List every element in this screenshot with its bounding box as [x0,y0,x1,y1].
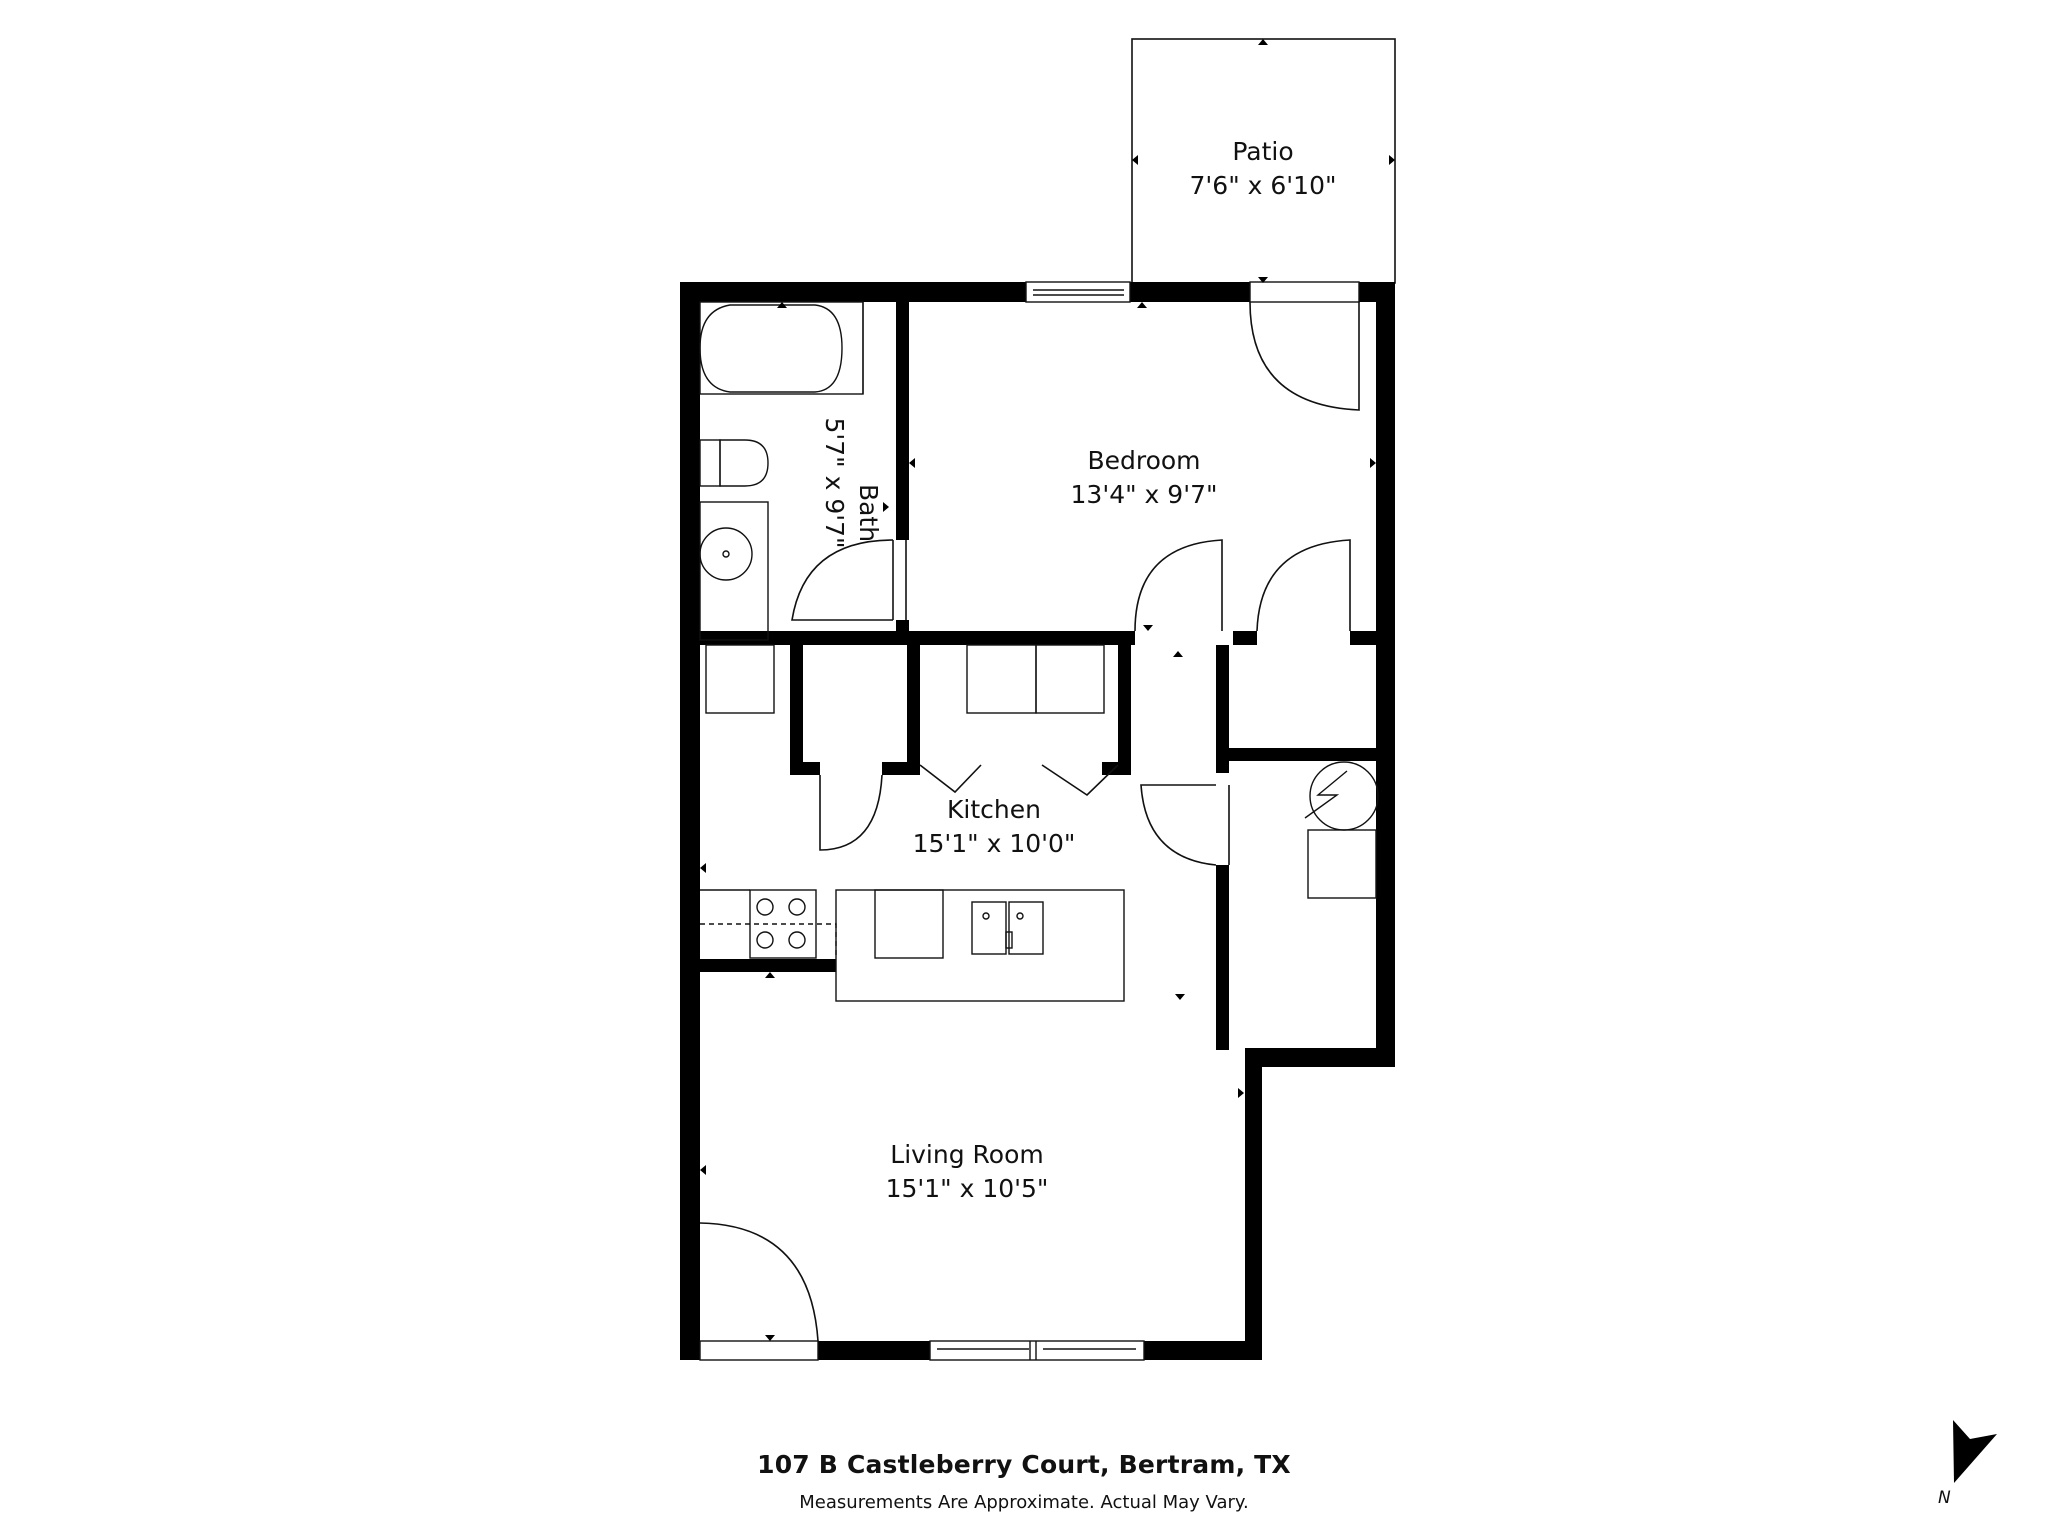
bath-dimensions: 5'7" x 9'7" [820,417,849,548]
kitchen-dimensions: 15'1" x 10'0" [913,829,1076,858]
bath-door-swing [791,539,894,621]
measurement-disclaimer: Measurements Are Approximate. Actual May… [799,1492,1249,1513]
closet-door-swing [1256,539,1351,632]
bedroom-window [1025,281,1131,303]
laundry-machine-left [966,644,1037,714]
bath-label: Bath [854,484,883,542]
patio-door-swing [1249,301,1360,411]
sink-icon [699,501,769,641]
bathtub-icon [699,301,864,395]
north-arrow-icon [1953,1420,1997,1483]
kitchen-island [835,889,1125,1002]
pantry-door-swing [819,774,883,851]
appliance-box [705,644,775,714]
patio-dimensions: 7'6" x 6'10" [1190,171,1337,200]
living-window [929,1340,1145,1361]
laundry-machine-right [1035,644,1105,714]
living-room-label: Living Room [890,1140,1043,1169]
living-room-dimensions: 15'1" x 10'5" [886,1174,1049,1203]
bedroom-door-swing [1134,539,1223,632]
bedroom-dimensions: 13'4" x 9'7" [1071,480,1218,509]
walls [680,282,1395,1360]
utility-door-swing [1140,784,1217,866]
kitchen-label: Kitchen [947,795,1041,824]
front-door-swing [699,1222,819,1342]
water-heater-icon [1304,761,1379,831]
front-door-opening [699,1340,819,1361]
stove-icon [749,889,817,959]
patio-label: Patio [1232,137,1293,166]
kitchen-sink-icon [971,901,1044,955]
north-label: N [1938,1488,1951,1508]
dishwasher-icon [874,889,944,959]
bedroom-label: Bedroom [1087,446,1200,475]
toilet-icon [699,439,769,487]
property-address: 107 B Castleberry Court, Bertram, TX [757,1450,1291,1479]
dimension-markers [700,39,1395,1341]
hvac-unit [1307,829,1377,899]
laundry-bifold-door [919,764,1119,797]
patio-door-opening [1249,281,1360,303]
